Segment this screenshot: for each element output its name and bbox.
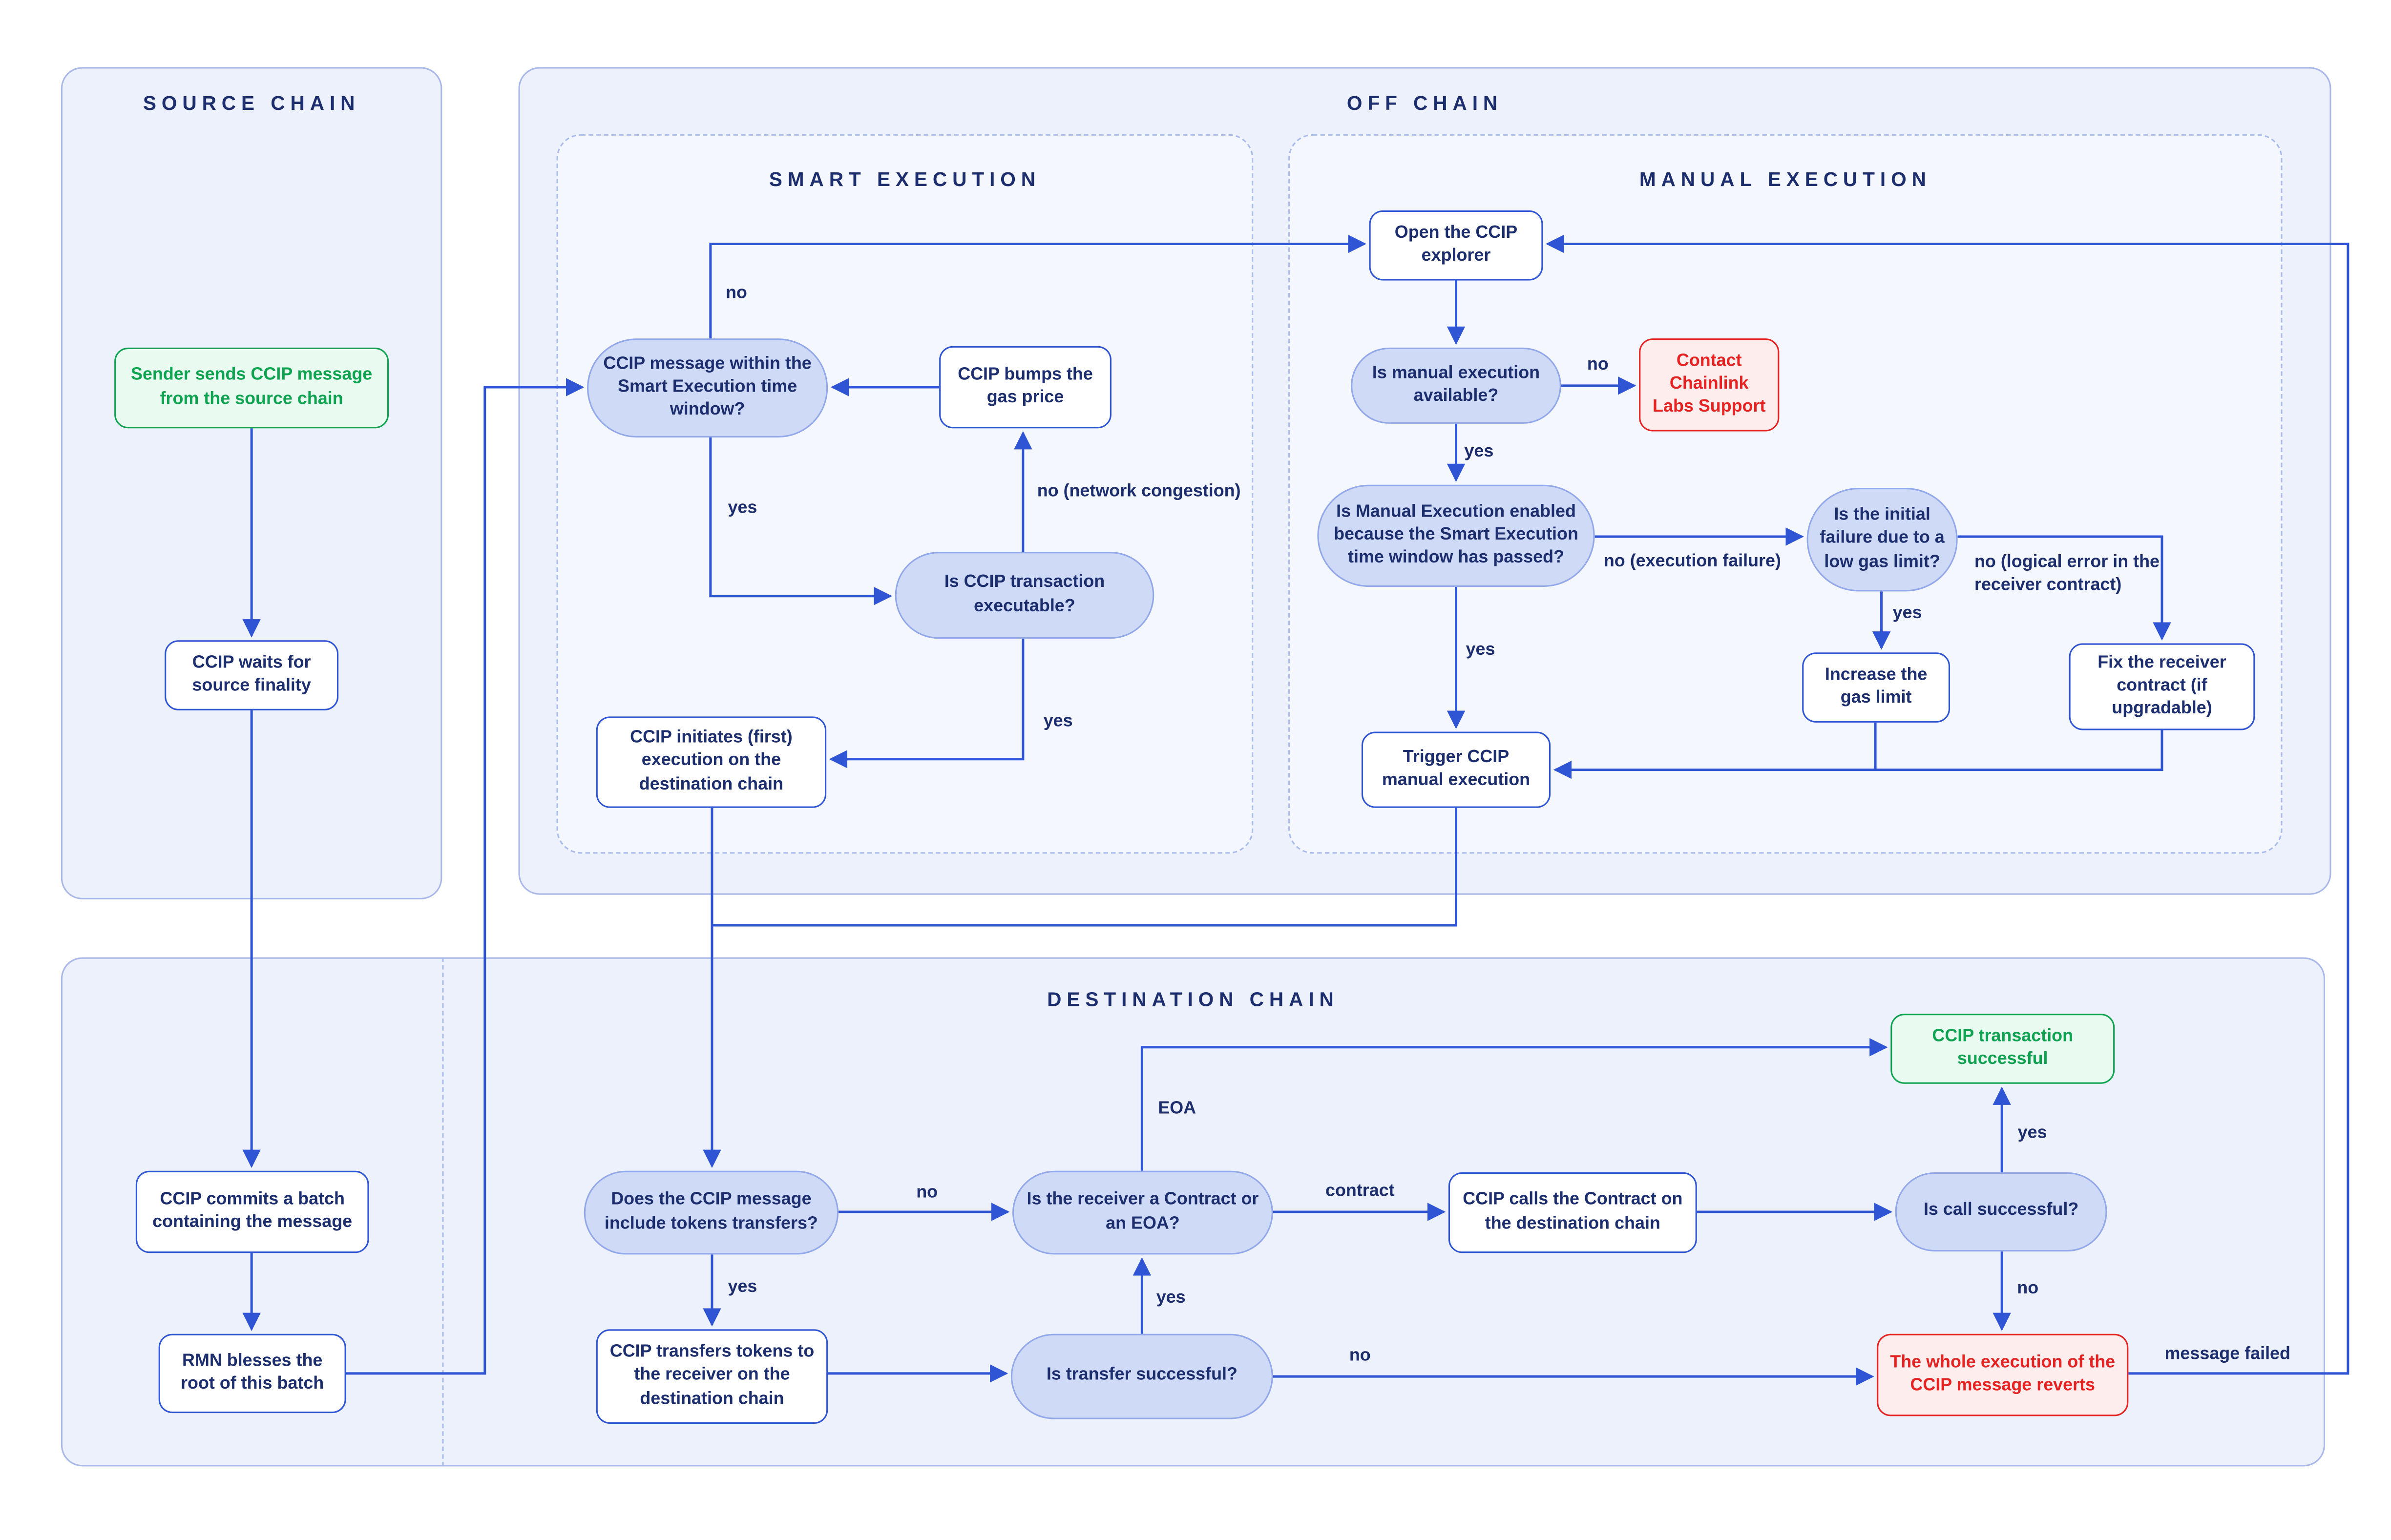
edge-label-smart-yes: yes <box>728 499 757 518</box>
node-sender-sends: Sender sends CCIP message from the sourc… <box>114 347 389 429</box>
panel-title-manual-execution: MANUAL EXECUTION <box>1639 167 1931 191</box>
edge-label-tokens-yes: yes <box>728 1278 757 1297</box>
node-ccip-calls-contract: CCIP calls the Contract on the destinati… <box>1448 1172 1697 1253</box>
destination-source-divider <box>442 957 444 1467</box>
edge-label-execution-failure: no (execution failure) <box>1603 552 1781 571</box>
panel-title-smart-execution: SMART EXECUTION <box>769 167 1041 191</box>
decision-does-include-tokens: Does the CCIP message include tokens tra… <box>584 1170 839 1255</box>
edge-label-executable-yes: yes <box>1043 712 1073 731</box>
edge-label-tokens-no: no <box>916 1184 938 1202</box>
panel-source-chain <box>61 67 442 899</box>
node-ccip-transfers-tokens: CCIP transfers tokens to the receiver on… <box>596 1329 828 1424</box>
edge-label-eoa: EOA <box>1158 1100 1196 1119</box>
edge-label-manual-available-yes: yes <box>1464 443 1494 461</box>
node-rmn-blesses: RMN blesses the root of this batch <box>158 1333 346 1414</box>
edge-label-network-congestion: no (network congestion) <box>1037 482 1241 501</box>
decision-is-call-successful: Is call successful? <box>1895 1172 2107 1252</box>
panel-title-source-chain: SOURCE CHAIN <box>143 91 360 115</box>
decision-is-initial-failure: Is the initial failure due to a low gas … <box>1806 488 1958 592</box>
edge-label-transfer-yes: yes <box>1156 1289 1186 1308</box>
node-contact-support: Contact Chainlink Labs Support <box>1639 338 1780 432</box>
decision-is-executable: Is CCIP transaction executable? <box>895 552 1154 639</box>
node-fix-receiver: Fix the receiver contract (if upgradable… <box>2069 643 2255 730</box>
edge-label-transfer-no: no <box>1349 1347 1371 1365</box>
edge-label-initial-failure-yes: yes <box>1892 604 1922 623</box>
edge-label-message-failed: message failed <box>2164 1345 2290 1364</box>
edge-label-smart-no: no <box>725 284 747 303</box>
edge-label-manual-available-no: no <box>1587 356 1609 375</box>
edge-label-contract: contract <box>1325 1182 1395 1201</box>
decision-is-transfer-successful: Is transfer successful? <box>1010 1333 1273 1419</box>
edge-label-manual-enabled-yes: yes <box>1466 641 1495 660</box>
node-ccip-initiates: CCIP initiates (first) execution on the … <box>596 716 827 808</box>
panel-title-off-chain: OFF CHAIN <box>1346 91 1503 115</box>
node-trigger-manual: Trigger CCIP manual execution <box>1361 731 1551 808</box>
decision-is-receiver-contract: Is the receiver a Contract or an EOA? <box>1012 1170 1273 1255</box>
decision-msg-within-window: CCIP message within the Smart Execution … <box>587 338 828 438</box>
decision-is-manual-enabled: Is Manual Execution enabled because the … <box>1317 484 1595 587</box>
node-open-explorer: Open the CCIP explorer <box>1369 210 1543 281</box>
edge-label-call-yes: yes <box>2017 1124 2047 1143</box>
edge-label-logical-error: no (logical error in the receiver contra… <box>1974 553 2160 595</box>
node-ccip-commits: CCIP commits a batch containing the mess… <box>135 1170 369 1253</box>
node-whole-execution-reverts: The whole execution of the CCIP message … <box>1877 1333 2129 1416</box>
edge-label-call-no: no <box>2017 1280 2039 1298</box>
node-ccip-tx-successful: CCIP transaction successful <box>1890 1014 2115 1084</box>
node-ccip-waits: CCIP waits for source finality <box>165 640 339 710</box>
node-increase-gas: Increase the gas limit <box>1802 652 1951 723</box>
node-ccip-bumps: CCIP bumps the gas price <box>939 346 1112 429</box>
decision-is-manual-available: Is manual execution available? <box>1351 347 1561 424</box>
panel-title-destination-chain: DESTINATION CHAIN <box>1047 988 1339 1011</box>
